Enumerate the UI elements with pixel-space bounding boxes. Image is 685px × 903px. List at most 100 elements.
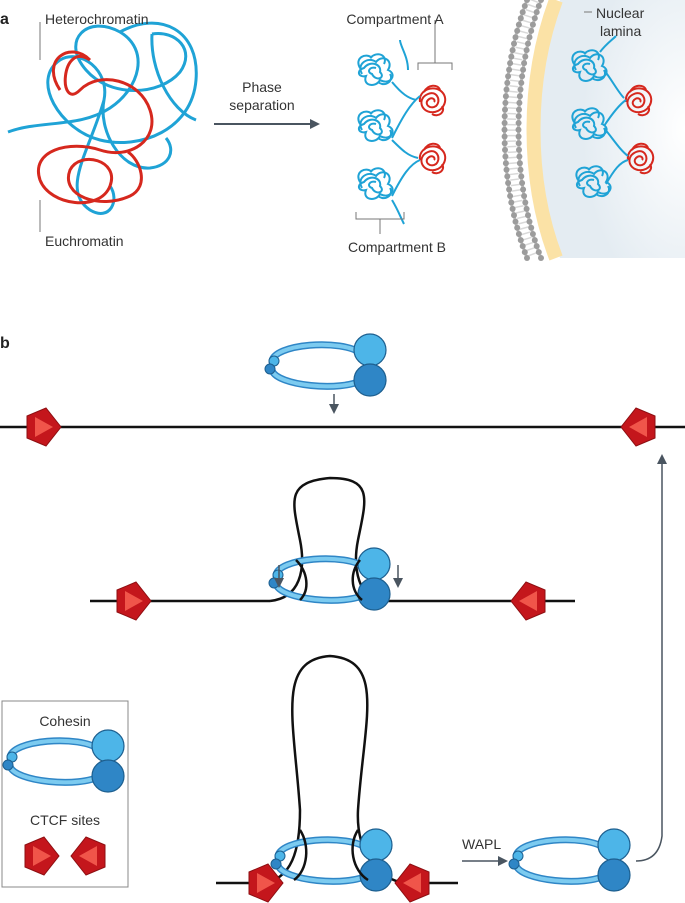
membrane-bead — [535, 249, 542, 256]
membrane-bead — [519, 73, 526, 80]
membrane-bead — [522, 199, 529, 206]
membrane-bead — [523, 205, 530, 212]
membrane-bead — [518, 173, 525, 180]
membrane-bead — [525, 40, 531, 47]
membrane-bead — [525, 212, 531, 219]
membrane-bead — [538, 255, 544, 261]
membrane-bead — [518, 79, 525, 86]
membrane-bead — [516, 160, 523, 167]
panel-b: b — [0, 334, 685, 903]
membrane-bead — [519, 180, 526, 186]
membrane-bead — [512, 218, 519, 225]
membrane-bead — [519, 243, 526, 250]
membrane-bead — [516, 153, 523, 160]
membrane-bead — [507, 60, 514, 67]
heterochromatin-label: Heterochromatin — [45, 11, 149, 27]
membrane-beads — [501, 0, 544, 261]
membrane-bead — [521, 249, 528, 256]
membrane-bead — [504, 173, 511, 180]
membrane-bead — [529, 231, 536, 237]
step-extrusion — [90, 476, 575, 621]
membrane-bead — [515, 120, 522, 126]
membrane-bead — [516, 99, 523, 106]
legend-cohesin-label: Cohesin — [39, 713, 90, 729]
membrane-bead — [507, 193, 514, 199]
nuclear-envelope — [501, 0, 685, 261]
phase-label: Phase — [242, 79, 282, 95]
membrane-bead — [519, 9, 526, 16]
membrane-bead — [502, 160, 509, 167]
membrane-bead — [516, 93, 523, 100]
membrane-bead — [502, 93, 509, 100]
membrane-bead — [515, 126, 522, 133]
membrane-bead — [533, 9, 540, 16]
membrane-bead — [520, 186, 527, 193]
compartment-b-label: Compartment B — [348, 239, 446, 255]
membrane-bead — [515, 231, 522, 237]
membrane-bead — [524, 255, 530, 261]
membrane-bead — [515, 21, 522, 28]
membrane-bead — [516, 146, 522, 153]
membrane-bead — [523, 47, 530, 54]
membrane-bead — [533, 243, 540, 250]
panel-a-letter: a — [0, 11, 9, 28]
wapl-release: WAPL — [462, 454, 667, 891]
membrane-bead — [514, 27, 521, 34]
membrane-bead — [515, 113, 522, 120]
membrane-bead — [501, 113, 508, 120]
membrane-bead — [528, 27, 535, 34]
membrane-bead — [503, 166, 510, 173]
membrane-bead — [505, 73, 512, 80]
membrane-bead — [509, 47, 516, 54]
membrane-bead — [524, 0, 530, 3]
membrane-bead — [535, 3, 542, 9]
legend-ctcf-label: CTCF sites — [30, 812, 100, 828]
membrane-bead — [502, 106, 508, 113]
membrane-bead — [504, 79, 511, 86]
membrane-bead — [521, 193, 528, 199]
compartment-a-label: Compartment A — [346, 11, 444, 27]
membrane-bead — [501, 140, 508, 147]
membrane-bead — [528, 224, 535, 231]
membrane-bead — [526, 34, 533, 41]
panel-a: a Heterochromatin Euchromatin Phase sepa… — [0, 0, 685, 261]
membrane-bead — [501, 133, 508, 140]
membrane-bead — [511, 40, 517, 47]
recycle-arrow — [635, 454, 667, 862]
membrane-bead — [508, 53, 515, 60]
compartments: Compartment A Compartment B — [346, 11, 453, 255]
membrane-bead — [515, 140, 522, 147]
membrane-bead — [503, 86, 510, 93]
membrane-bead — [531, 237, 538, 244]
membrane-bead — [526, 218, 533, 225]
membrane-bead — [501, 126, 508, 133]
lamina-label: lamina — [600, 23, 641, 39]
membrane-bead — [502, 146, 508, 153]
membrane-bead — [517, 237, 524, 244]
legend: Cohesin CTCF sites — [2, 700, 129, 888]
membrane-bead — [511, 212, 517, 219]
membrane-bead — [521, 3, 528, 9]
membrane-bead — [529, 21, 536, 28]
membrane-bead — [538, 0, 544, 3]
membrane-bead — [505, 180, 512, 186]
euchromatin-label: Euchromatin — [45, 233, 124, 249]
membrane-bead — [517, 166, 524, 173]
membrane-bead — [531, 15, 538, 22]
membrane-bead — [508, 199, 515, 206]
membrane-bead — [501, 120, 508, 126]
membrane-bead — [521, 60, 528, 67]
membrane-bead — [515, 133, 522, 140]
membrane-bead — [502, 153, 509, 160]
membrane-bead — [512, 34, 519, 41]
membrane-bead — [517, 15, 524, 22]
step-arrest — [216, 654, 458, 903]
membrane-bead — [516, 106, 522, 113]
membrane-bead — [517, 86, 524, 93]
nuclear-label: Nuclear — [596, 5, 645, 21]
wapl-label: WAPL — [462, 836, 501, 852]
membrane-bead — [506, 186, 513, 193]
lamina-associated-chromatin — [571, 35, 655, 198]
membrane-bead — [509, 205, 516, 212]
